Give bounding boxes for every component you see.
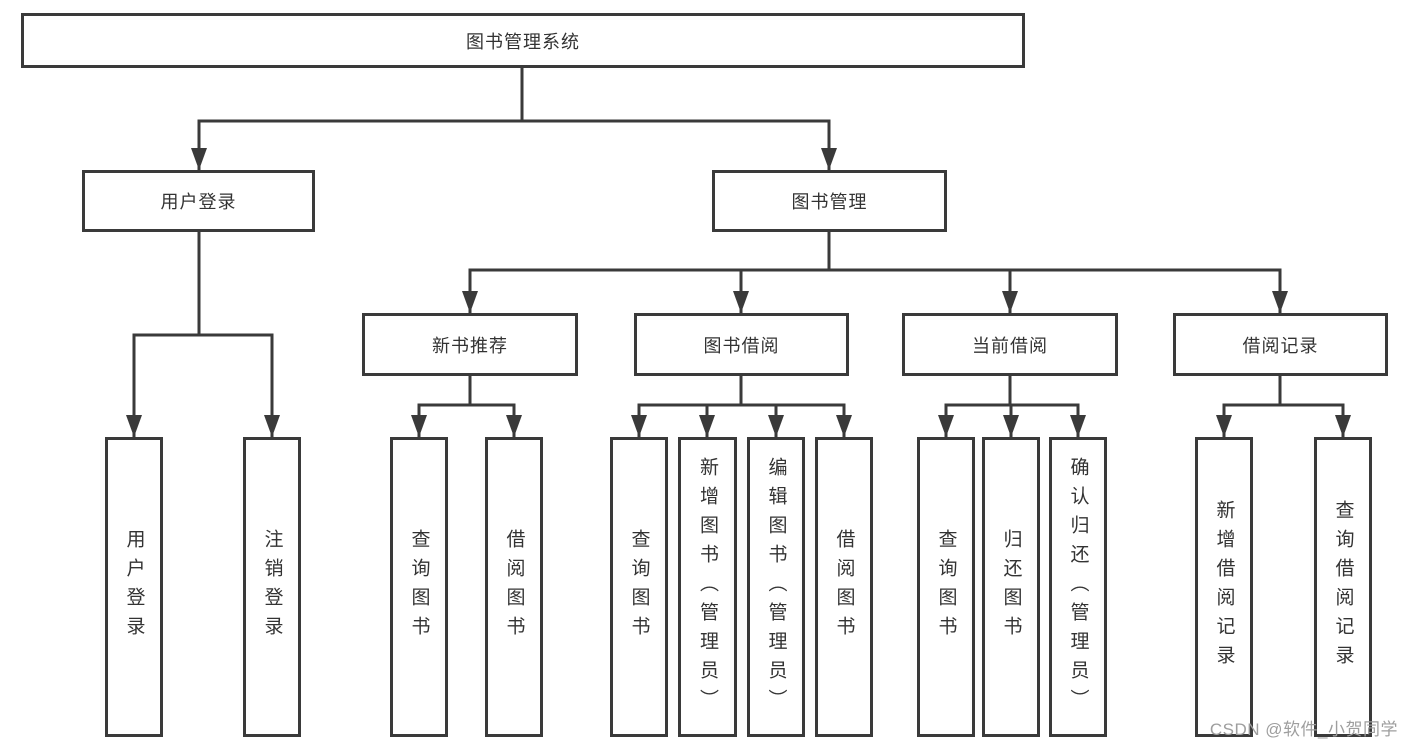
node-label: 查询图书: [408, 529, 430, 645]
node-label: 查询图书: [628, 529, 650, 645]
node-borrow-records: 借阅记录: [1173, 313, 1388, 376]
leaf-confirm-return-admin: 确认归还（管理员）: [1049, 437, 1107, 737]
leaf-logout-login: 注销登录: [243, 437, 301, 737]
node-label: 新增图书（管理员）: [697, 456, 718, 718]
leaf-query-books-current: 查询图书: [917, 437, 975, 737]
node-label: 确认归还（管理员）: [1067, 456, 1089, 718]
leaf-add-books-admin: 新增图书（管理员）: [678, 437, 737, 737]
node-label: 借阅记录: [1242, 335, 1319, 356]
leaf-query-borrow-record: 查询借阅记录: [1314, 437, 1372, 737]
node-book-management: 图书管理: [712, 170, 947, 232]
watermark: CSDN @软件_小贺同学: [1209, 720, 1398, 739]
leaf-user-login: 用户登录: [105, 437, 163, 737]
node-label: 归还图书: [1000, 529, 1022, 645]
node-label: 用户登录: [160, 192, 237, 212]
node-label: 图书管理: [791, 192, 868, 212]
leaf-edit-books-admin: 编辑图书（管理员）: [747, 437, 805, 737]
node-label: 查询图书: [935, 529, 957, 645]
node-library-management-system: 图书管理系统: [21, 13, 1025, 68]
leaf-query-books-recommend: 查询图书: [390, 437, 448, 737]
leaf-add-borrow-record: 新增借阅记录: [1195, 437, 1253, 737]
node-label: 新增借阅记录: [1213, 500, 1235, 674]
node-label: 借阅图书: [503, 529, 525, 645]
connector-rails: [132, 67, 1345, 407]
leaf-query-books-borrow: 查询图书: [610, 437, 668, 737]
node-label: 新书推荐: [432, 335, 508, 356]
node-label: 图书借阅: [703, 335, 780, 356]
node-current-borrow: 当前借阅: [902, 313, 1118, 376]
node-user-login: 用户登录: [82, 170, 315, 232]
node-label: 用户登录: [123, 529, 145, 645]
leaf-borrow-books: 借阅图书: [815, 437, 873, 737]
node-label: 查询借阅记录: [1332, 500, 1354, 674]
node-book-borrow: 图书借阅: [634, 313, 849, 376]
leaf-return-books: 归还图书: [982, 437, 1040, 737]
node-label: 图书管理系统: [466, 31, 580, 52]
leaf-borrow-books-recommend: 借阅图书: [485, 437, 543, 737]
node-new-book-recommend: 新书推荐: [362, 313, 578, 376]
node-label: 借阅图书: [833, 529, 855, 645]
node-label: 注销登录: [261, 529, 283, 645]
node-label: 当前借阅: [972, 335, 1048, 356]
node-label: 编辑图书（管理员）: [765, 456, 787, 718]
